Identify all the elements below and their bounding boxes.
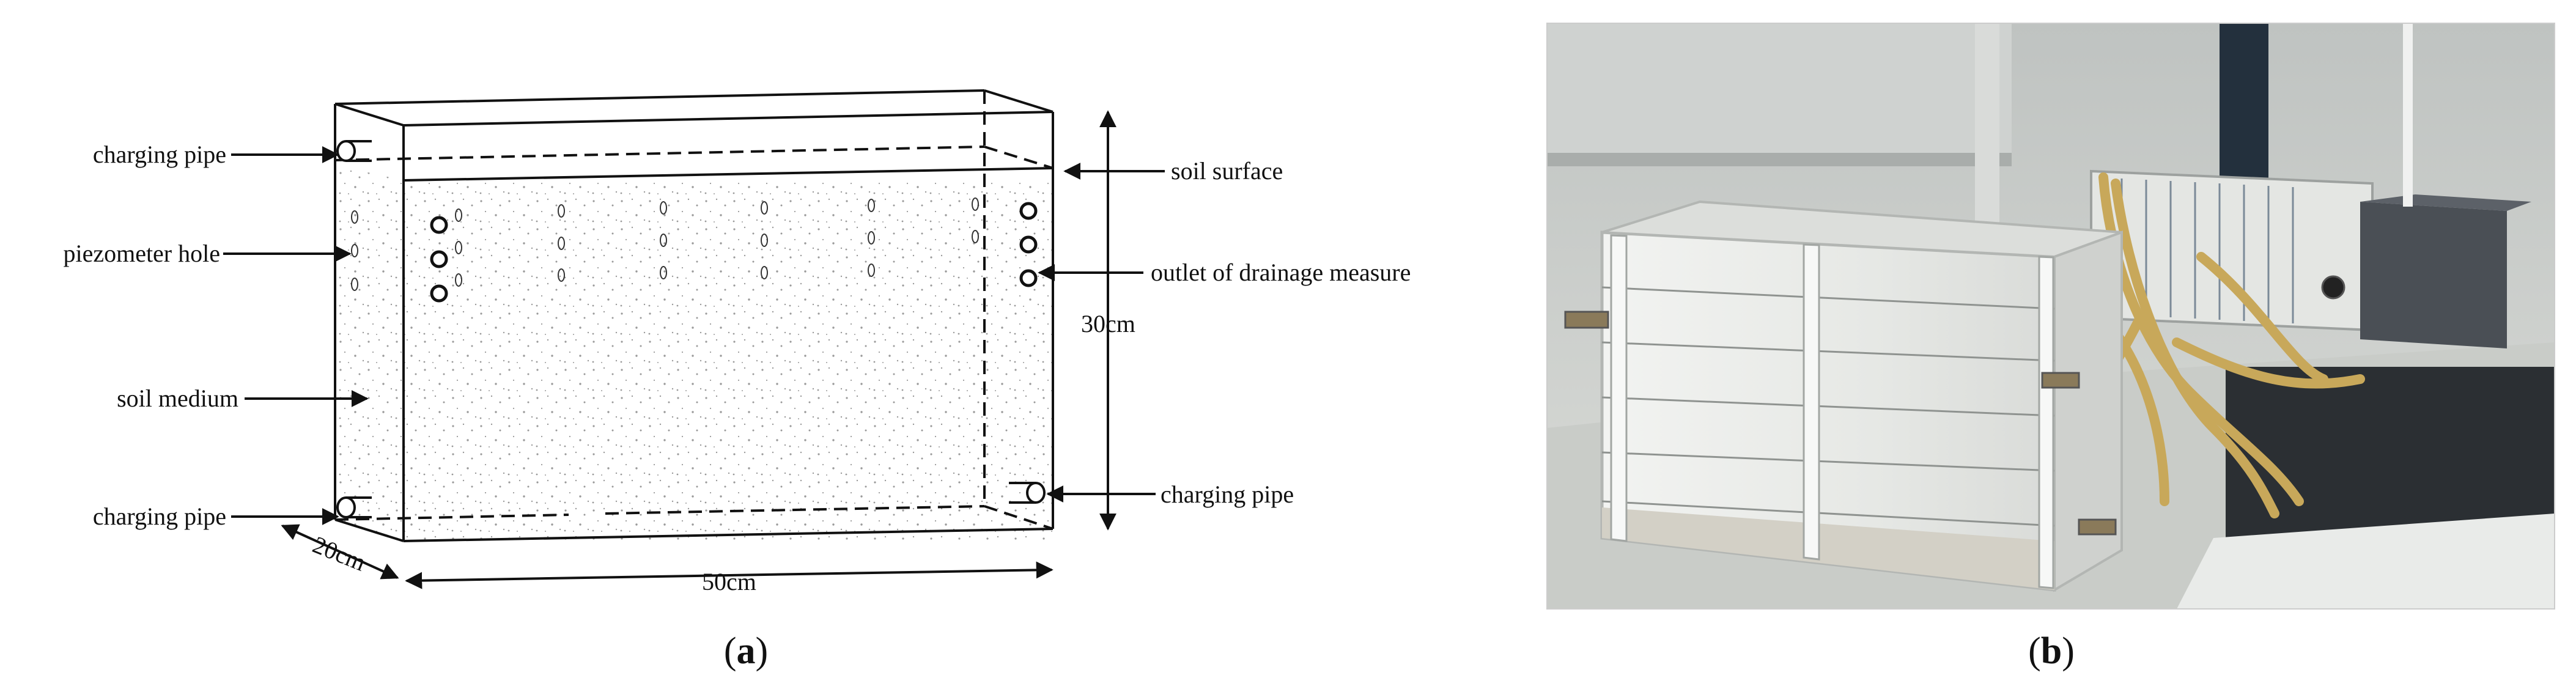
outlet-hole (430, 216, 448, 234)
soil-medium-side-fill (335, 165, 404, 541)
charging-pipe-bottom-left (336, 496, 372, 518)
caption-a: (a) (724, 630, 768, 672)
photo-strap (1610, 234, 1628, 542)
label-soil-medium: soil medium (117, 385, 238, 412)
width-dimension-line (405, 561, 1054, 589)
outlet-hole (430, 284, 448, 303)
dimension-depth-label: 20cm (309, 531, 369, 577)
outlet-hole (1019, 235, 1038, 254)
photo-strap (1803, 243, 1820, 561)
box-hidden-edges (334, 90, 1054, 530)
label-charging-pipe-top: charging pipe (93, 141, 226, 168)
photo-outlet-box (2360, 202, 2507, 348)
depth-dimension-line (281, 524, 399, 580)
dimension-arrows (281, 110, 1116, 589)
outlet-holes (430, 202, 1038, 303)
box-top-edges (334, 89, 1054, 113)
outlet-hole (1019, 269, 1038, 287)
label-piezometer-hole: piezometer hole (63, 240, 220, 267)
piezometer-holes (351, 197, 979, 291)
soil-surface-line (334, 146, 1054, 182)
outlet-hole (1019, 202, 1038, 220)
box-front-face (402, 111, 1054, 542)
soil-box-diagram: charging pipe piezometer hole soil mediu… (63, 89, 1411, 672)
caption-b: (b) (2028, 630, 2075, 672)
charging-pipe-bottom-right (1009, 482, 1046, 504)
label-charging-pipe-bottom-right: charging pipe (1161, 481, 1294, 508)
charging-pipe-top-left (336, 140, 372, 162)
label-charging-pipe-bottom-left: charging pipe (93, 503, 226, 530)
label-arrows-left (223, 146, 369, 525)
photo-valves (1564, 275, 2345, 536)
apparatus-photo: (b) (1546, 23, 2555, 672)
photo-shelf (1547, 23, 2012, 164)
soil-medium-front-fill (404, 180, 1053, 541)
dimension-height-label: 30cm (1081, 310, 1135, 337)
photo-strap (2038, 256, 2054, 589)
outlet-hole (430, 250, 448, 268)
photo-white-tile (2177, 514, 2555, 609)
dimension-width-label: 50cm (702, 568, 756, 595)
label-soil-surface: soil surface (1171, 157, 1283, 185)
label-outlet-of-drainage-measure: outlet of drainage measure (1151, 259, 1411, 286)
